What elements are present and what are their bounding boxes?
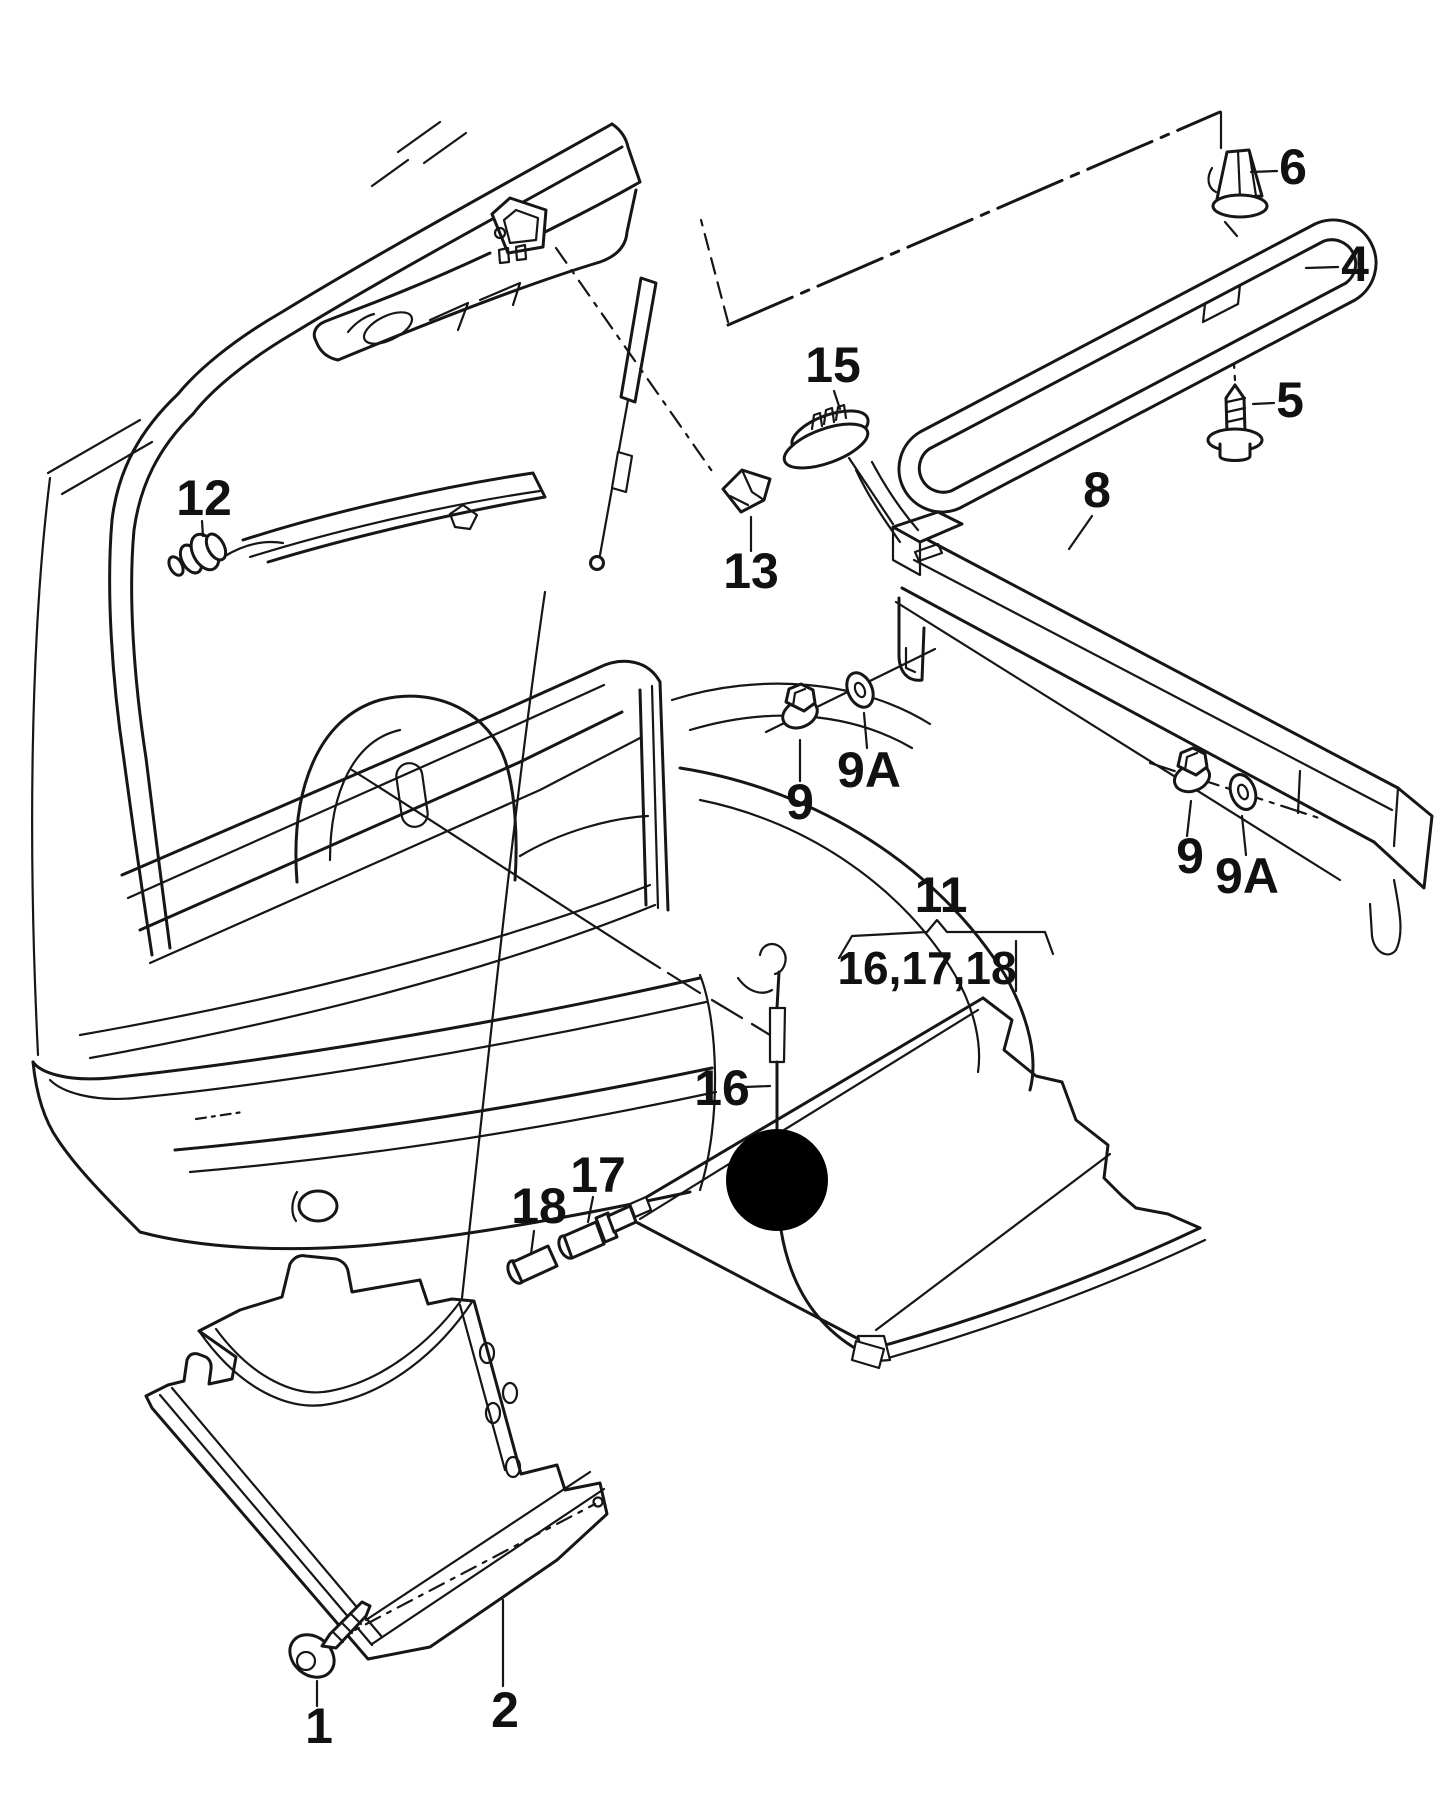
callout-9a-left: 9A [837,742,901,798]
callout-18: 18 [511,1178,567,1234]
part-17-pin [557,1195,653,1260]
rear-body [78,460,1035,1092]
part-4-trim-strip [897,218,1378,514]
callout-17: 17 [570,1147,626,1203]
part-12-grommet [167,532,228,577]
callout-9-right: 9 [1176,828,1204,884]
callout-labels: 12 6 4 5 8 15 13 9 9A 9 9A 11 16,17,18 1… [176,139,1369,1754]
callout-2: 2 [491,1682,519,1738]
callout-6: 6 [1279,139,1307,195]
tailgate [31,120,642,1057]
callout-5: 5 [1276,372,1304,428]
part-6-clip [1207,148,1269,219]
gas-strut [589,276,658,571]
part-8-support-rail [891,510,1434,956]
callout-9a-right: 9A [1215,848,1279,904]
part-16-cable [758,943,886,1370]
part-13-clip [721,468,772,514]
part-2-trim-panel [144,1254,609,1661]
callout-4: 4 [1341,236,1369,292]
part-9a-washer-left [845,671,875,709]
latch-icon [490,196,548,265]
callout-11: 11 [915,867,968,923]
part-9-nut-right [1173,746,1211,794]
callout-13: 13 [723,543,779,599]
callout-1: 1 [305,1698,333,1754]
part-11-brace [837,918,1055,993]
part-9a-washer-right [1228,773,1258,811]
callout-8: 8 [1083,462,1111,518]
part-15-clip [782,403,870,470]
callout-16: 16 [694,1060,750,1116]
callout-12: 12 [176,470,232,526]
part-18-sleeve [506,1244,559,1285]
callout-leaders [200,169,1340,1708]
callout-15: 15 [805,337,861,393]
callout-9-left: 9 [786,774,814,830]
part-9-nut-left [781,682,819,730]
part-5-screw [1206,383,1264,462]
part-1-screw [288,1600,372,1679]
callout-11-group: 16,17,18 [837,942,1016,994]
censor-dot [726,1129,828,1231]
bumper [31,973,718,1251]
